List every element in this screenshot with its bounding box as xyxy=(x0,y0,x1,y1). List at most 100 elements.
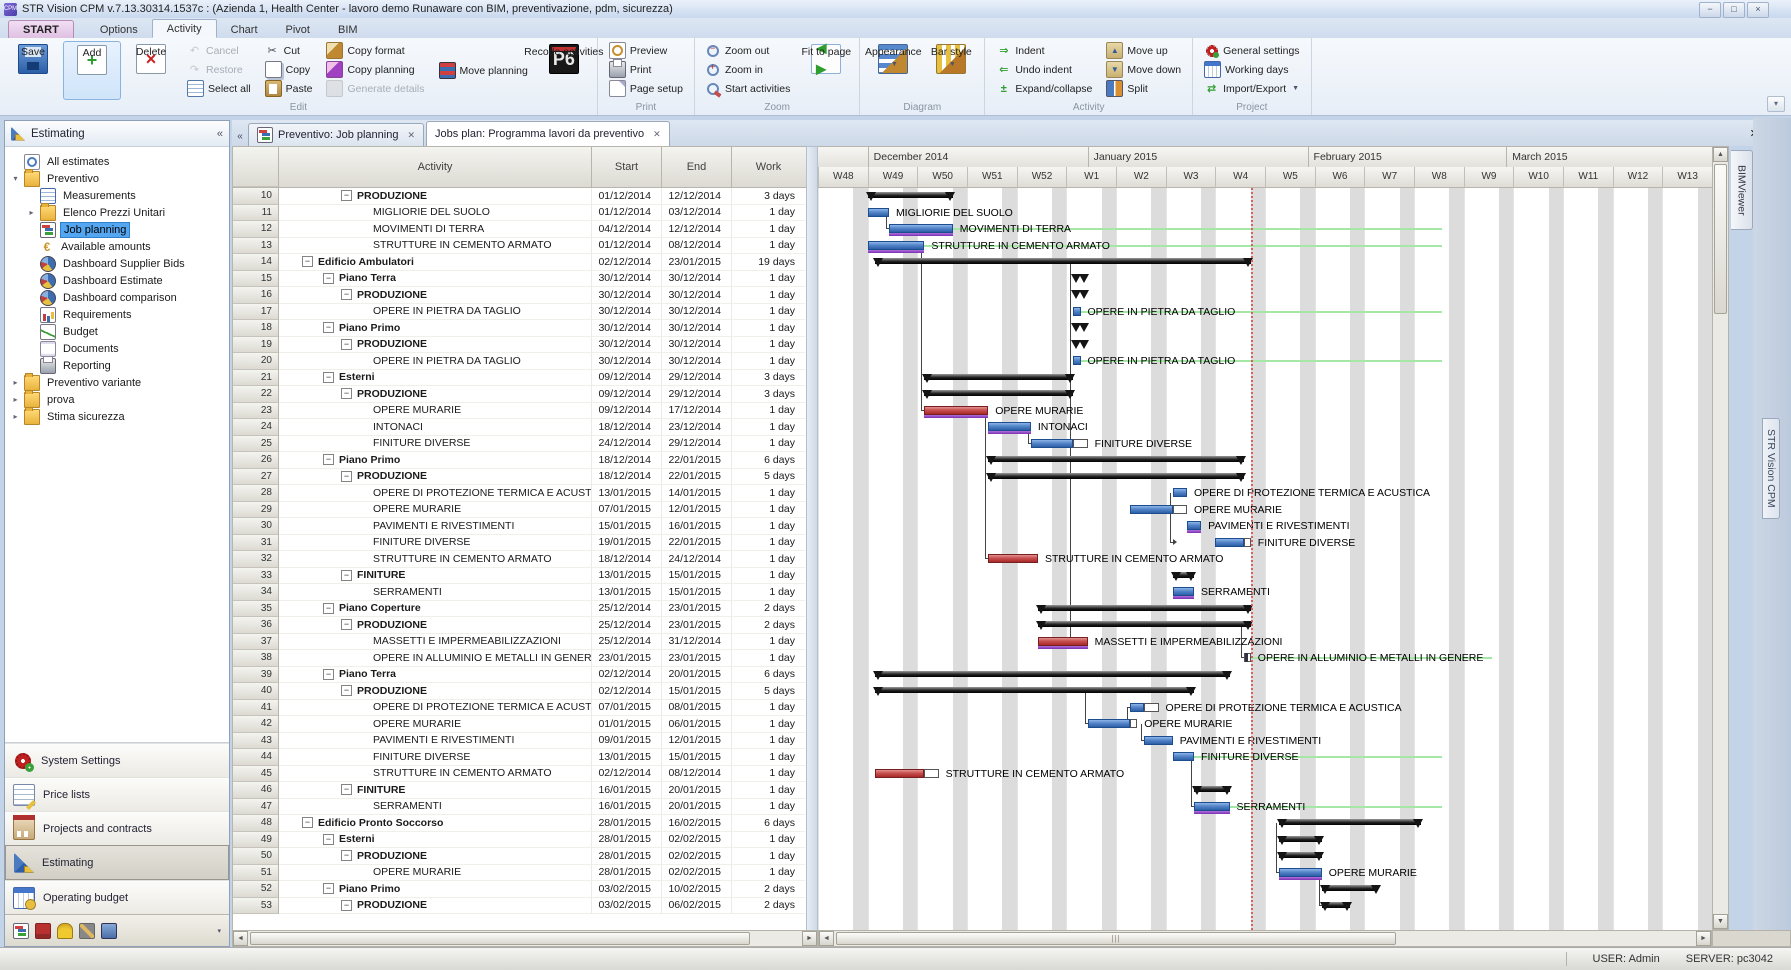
gantt-task-bar[interactable] xyxy=(1087,719,1131,728)
collapse-toggle-icon[interactable]: − xyxy=(323,602,334,614)
gantt-summary-bar[interactable] xyxy=(874,687,1195,693)
close-icon[interactable]: ✕ xyxy=(407,129,416,140)
split-button[interactable]: Split xyxy=(1102,79,1185,98)
chevron-down-icon[interactable]: ▾ xyxy=(217,927,221,935)
gantt-summary-bar[interactable] xyxy=(1037,621,1251,627)
gantt-summary-marker[interactable] xyxy=(1079,339,1090,349)
zoom-out-button[interactable]: Zoom out xyxy=(702,41,794,60)
move-down-button[interactable]: Move down xyxy=(1102,60,1185,79)
gantt-task-bar[interactable] xyxy=(1073,356,1081,365)
gantt-task-bar[interactable] xyxy=(1130,702,1145,712)
gantt-task-bar[interactable] xyxy=(1172,488,1187,497)
gantt-summary-bar[interactable] xyxy=(874,670,1230,677)
pane-splitter[interactable] xyxy=(806,146,818,947)
maximize-button[interactable]: □ xyxy=(1723,2,1745,18)
nav-item-operating-budget[interactable]: Operating budget xyxy=(5,880,229,915)
gantt-summary-marker[interactable] xyxy=(1071,339,1082,349)
gantt-summary-bar[interactable] xyxy=(1321,885,1379,891)
nav-item-projects-and-contracts[interactable]: Projects and contracts xyxy=(5,811,229,846)
collapse-toggle-icon[interactable]: − xyxy=(323,833,334,845)
page-setup-button[interactable]: Page setup xyxy=(605,79,687,98)
scroll-right-icon[interactable]: ► xyxy=(802,931,817,946)
gantt-task-bar[interactable] xyxy=(988,554,1038,563)
document-tab-preventivo-job-planning[interactable]: Preventivo: Job planning✕ xyxy=(248,123,425,146)
general-settings-button[interactable]: General settings xyxy=(1200,41,1303,60)
gantt-task-bar[interactable] xyxy=(1144,735,1173,745)
collapse-toggle-icon[interactable]: − xyxy=(341,784,352,796)
appearance-button[interactable]: Appearance ▼ xyxy=(865,41,922,100)
gantt-summary-bar[interactable] xyxy=(1279,852,1322,858)
gantt-summary-bar[interactable] xyxy=(1172,571,1195,578)
save-button[interactable]: Save xyxy=(5,41,61,100)
fit-to-page-button[interactable]: Fit to page xyxy=(798,41,854,100)
indent-button[interactable]: Indent xyxy=(992,41,1096,60)
chevron-collapsed-icon[interactable]: ▸ xyxy=(13,395,18,405)
collapse-toggle-icon[interactable]: − xyxy=(323,454,334,466)
gantt-summary-marker[interactable] xyxy=(1079,323,1090,332)
gantt-icon[interactable] xyxy=(13,922,29,939)
move-up-button[interactable]: Move up xyxy=(1102,41,1185,60)
expand-collapse-button[interactable]: Expand/collapse xyxy=(992,79,1096,98)
tree-item-dashboard-estimate[interactable]: Dashboard Estimate xyxy=(5,272,229,289)
scroll-left-icon[interactable]: ◄ xyxy=(233,931,248,946)
collapse-toggle-icon[interactable]: − xyxy=(302,256,313,268)
gantt-task-bar[interactable] xyxy=(1172,587,1195,596)
gantt-summary-marker[interactable] xyxy=(1079,273,1090,283)
collapse-toggle-icon[interactable]: − xyxy=(341,289,352,301)
tree-item-prova[interactable]: ▸prova xyxy=(5,389,229,408)
gantt-summary-bar[interactable] xyxy=(988,456,1244,462)
ribbon-options-icon[interactable]: ▾ xyxy=(1767,96,1785,112)
gantt-task-bar[interactable] xyxy=(867,207,889,217)
tree-item-budget[interactable]: Budget xyxy=(5,323,229,340)
column-header-activity[interactable]: Activity xyxy=(279,147,592,187)
chevron-collapsed-icon[interactable]: ▸ xyxy=(13,378,18,388)
collapse-toggle-icon[interactable]: − xyxy=(323,668,334,680)
close-icon[interactable]: ✕ xyxy=(653,128,661,139)
gantt-horizontal-scrollbar[interactable]: ◄ ||| ► xyxy=(818,930,1712,947)
copy-format-button[interactable]: Copy format xyxy=(322,41,428,60)
chevron-collapsed-icon[interactable]: ▸ xyxy=(29,208,34,218)
tree-item-elenco-prezzi-unitari[interactable]: ▸Elenco Prezzi Unitari xyxy=(5,202,229,221)
gantt-task-bar[interactable] xyxy=(1037,636,1088,646)
recode-activities-button[interactable]: Recode activities xyxy=(524,41,604,100)
tree-item-all-estimates[interactable]: All estimates xyxy=(5,153,229,170)
collapse-toggle-icon[interactable]: − xyxy=(341,619,352,631)
collapse-toggle-icon[interactable]: − xyxy=(341,850,352,862)
gantt-task-bar[interactable] xyxy=(1186,521,1202,530)
collapse-toggle-icon[interactable]: − xyxy=(341,470,352,482)
ribbon-tab-chart[interactable]: Chart xyxy=(230,24,258,36)
move-planning-button[interactable]: Move planning xyxy=(435,61,532,80)
gantt-summary-bar[interactable] xyxy=(988,472,1244,479)
ribbon-tab-start[interactable]: START xyxy=(8,20,74,38)
tree-item-reporting[interactable]: Reporting xyxy=(5,355,229,374)
ribbon-tab-activity[interactable]: Activity xyxy=(151,19,217,38)
column-header-work[interactable]: Work xyxy=(755,161,782,173)
ribbon-tab-options[interactable]: Options xyxy=(99,24,138,36)
add-button[interactable]: Add xyxy=(63,41,121,100)
close-button[interactable]: × xyxy=(1747,2,1769,18)
nav-item-estimating[interactable]: Estimating xyxy=(5,845,229,881)
gantt-task-bar[interactable] xyxy=(1073,306,1081,316)
collapse-toggle-icon[interactable]: − xyxy=(341,569,352,581)
